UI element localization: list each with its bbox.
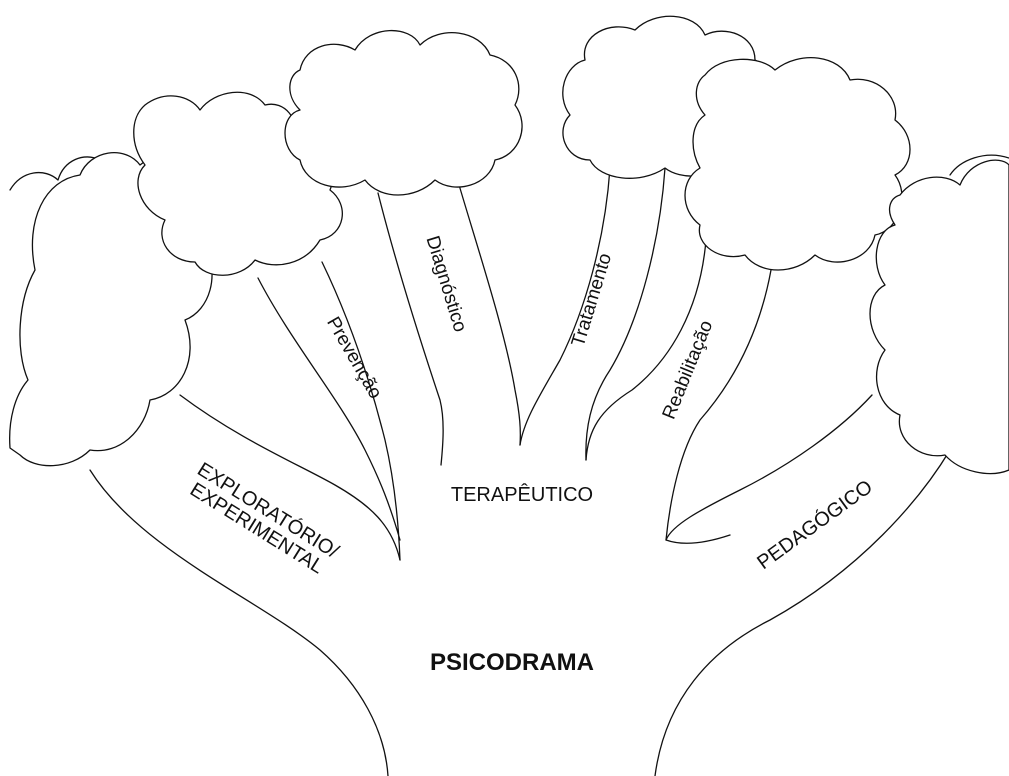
trunk-right-outline — [655, 450, 950, 776]
cloud-right — [870, 160, 1009, 473]
root-label-text: PSICODRAMA — [430, 651, 594, 675]
root-label: PSICODRAMA — [512, 663, 676, 687]
branch-label-terapeutico: TERAPÊUTICO — [522, 495, 664, 515]
branch-label-terapeutico-text: TERAPÊUTICO — [451, 485, 593, 505]
cloud-center-left — [285, 31, 522, 195]
cloud-right-center — [685, 58, 910, 270]
